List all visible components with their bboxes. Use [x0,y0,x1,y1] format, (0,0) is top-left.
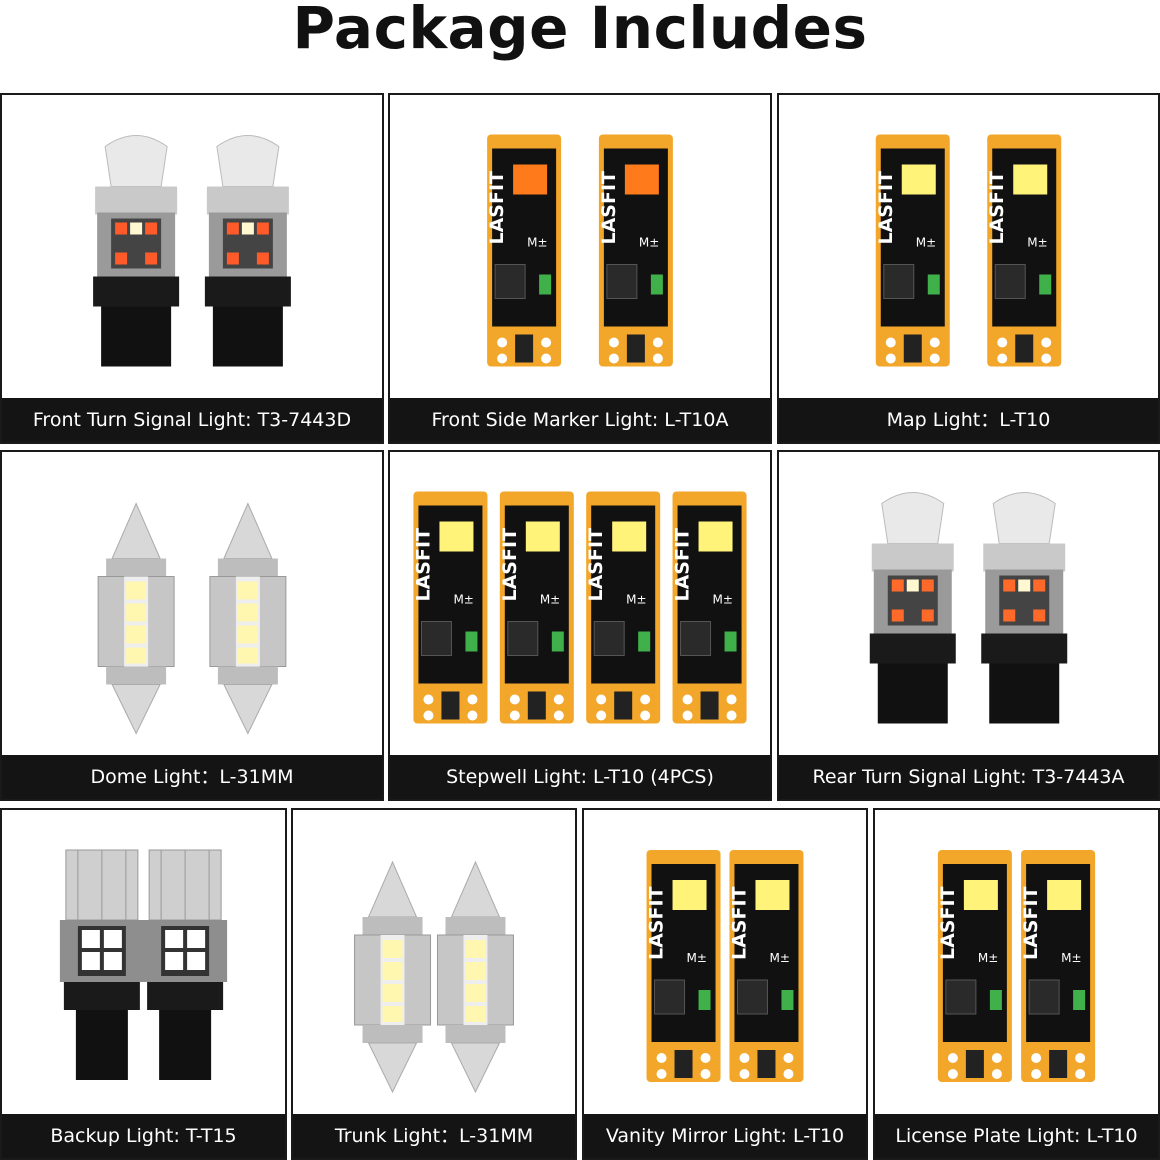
festoon-bulb [97,502,175,735]
wedge-pcb-bulb: LASFIT M± [585,491,661,724]
product-card-map-light: LASFIT M± LASFIT M± Map Light：L-T10 [777,93,1160,444]
t15-bulb [59,849,144,1080]
t3-7443-bulb [204,135,291,367]
festoon-bulb [354,860,432,1094]
t3-7443-bulb [93,135,180,367]
svg-text:LASFIT: LASFIT [598,171,620,245]
product-card-backup-light: Backup Light: T-T15 [0,808,287,1160]
svg-text:M±: M± [453,593,473,607]
product-caption: Trunk Light：L-31MM [293,1114,575,1158]
wedge-pcb-bulb: LASFIT M± [875,134,950,367]
wedge-pcb-bulb: LASFIT M± [986,134,1062,367]
product-image [2,452,382,755]
wedge-pcb-bulb: LASFIT M± [1020,850,1096,1082]
svg-text:M±: M± [540,593,560,607]
svg-text:LASFIT: LASFIT [986,171,1008,245]
product-image: LASFIT M± LASFIT M± LASFIT M± [390,452,770,755]
product-caption: Map Light：L-T10 [779,398,1158,442]
product-image: LASFIT M± LASFIT M± [584,810,866,1114]
product-caption: Stepwell Light: L-T10 (4PCS) [390,755,770,799]
svg-text:LASFIT: LASFIT [585,528,607,602]
wedge-pcb-bulb: LASFIT M± [499,491,574,724]
product-card-stepwell-light: LASFIT M± LASFIT M± LASFIT M± [388,450,772,801]
product-caption: License Plate Light: L-T10 [875,1114,1158,1158]
bulb-illustration [869,492,1068,724]
product-card-dome-light: Dome Light：L-31MM [0,450,384,801]
svg-text:LASFIT: LASFIT [672,528,694,602]
svg-text:M±: M± [713,593,733,607]
festoon-bulb [209,502,287,735]
product-card-vanity-mirror-light: LASFIT M± LASFIT M± Vanity Mirror Light:… [582,808,868,1160]
svg-text:M±: M± [626,593,646,607]
svg-text:M±: M± [639,236,659,250]
svg-text:LASFIT: LASFIT [728,886,750,960]
product-caption: Backup Light: T-T15 [2,1114,285,1158]
festoon-bulb [436,860,514,1094]
bulb-illustration: LASFIT M± LASFIT M± [875,134,1062,367]
svg-text:LASFIT: LASFIT [646,886,668,960]
product-caption: Vanity Mirror Light: L-T10 [584,1114,866,1158]
wedge-pcb-bulb: LASFIT M± [672,491,747,724]
product-image: LASFIT M± LASFIT M± [779,95,1158,398]
wedge-pcb-bulb: LASFIT M± [412,491,488,724]
t15-bulb [143,849,228,1080]
product-image [293,810,575,1114]
product-card-license-plate-light: LASFIT M± LASFIT M± License Plate Light:… [873,808,1160,1160]
bulb-illustration [97,502,287,735]
svg-text:M±: M± [1027,236,1047,250]
product-card-front-side-marker: LASFIT M± LASFIT M± Front Side Marker Li… [388,93,772,444]
svg-text:LASFIT: LASFIT [412,528,434,602]
bulb-illustration [59,849,228,1080]
t3-7443-bulb [981,492,1068,724]
product-image: LASFIT M± LASFIT M± [875,810,1158,1114]
wedge-pcb-bulb: LASFIT M± [486,134,562,367]
svg-text:M±: M± [769,951,789,965]
product-caption: Front Side Marker Light: L-T10A [390,398,770,442]
svg-text:LASFIT: LASFIT [937,886,959,960]
product-card-trunk-light: Trunk Light：L-31MM [291,808,577,1160]
product-image [779,452,1158,755]
product-caption: Dome Light：L-31MM [2,755,382,799]
wedge-pcb-bulb: LASFIT M± [937,850,1012,1082]
bulb-illustration [93,135,291,367]
product-image [2,810,285,1114]
svg-text:LASFIT: LASFIT [486,171,508,245]
bulb-illustration: LASFIT M± LASFIT M± [646,850,804,1082]
svg-text:M±: M± [1061,951,1081,965]
bulb-illustration: LASFIT M± LASFIT M± LASFIT M± [412,491,747,724]
bulb-illustration [354,860,514,1094]
svg-text:M±: M± [527,236,547,250]
product-caption: Front Turn Signal Light: T3-7443D [2,398,382,442]
product-card-front-turn-signal: Front Turn Signal Light: T3-7443D [0,93,384,444]
svg-text:LASFIT: LASFIT [499,528,521,602]
product-image: LASFIT M± LASFIT M± [390,95,770,398]
svg-text:M±: M± [687,951,707,965]
svg-text:LASFIT: LASFIT [875,171,897,245]
wedge-pcb-bulb: LASFIT M± [646,850,721,1082]
svg-text:M±: M± [916,236,936,250]
bulb-illustration: LASFIT M± LASFIT M± [486,134,673,367]
svg-text:M±: M± [978,951,998,965]
product-image [2,95,382,398]
t3-7443-bulb [869,492,956,724]
svg-text:LASFIT: LASFIT [1020,886,1042,960]
wedge-pcb-bulb: LASFIT M± [728,850,804,1082]
product-card-rear-turn-signal: Rear Turn Signal Light: T3-7443A [777,450,1160,801]
product-caption: Rear Turn Signal Light: T3-7443A [779,755,1158,799]
page-title: Package Includes [292,0,868,62]
wedge-pcb-bulb: LASFIT M± [598,134,673,367]
bulb-illustration: LASFIT M± LASFIT M± [937,850,1096,1082]
